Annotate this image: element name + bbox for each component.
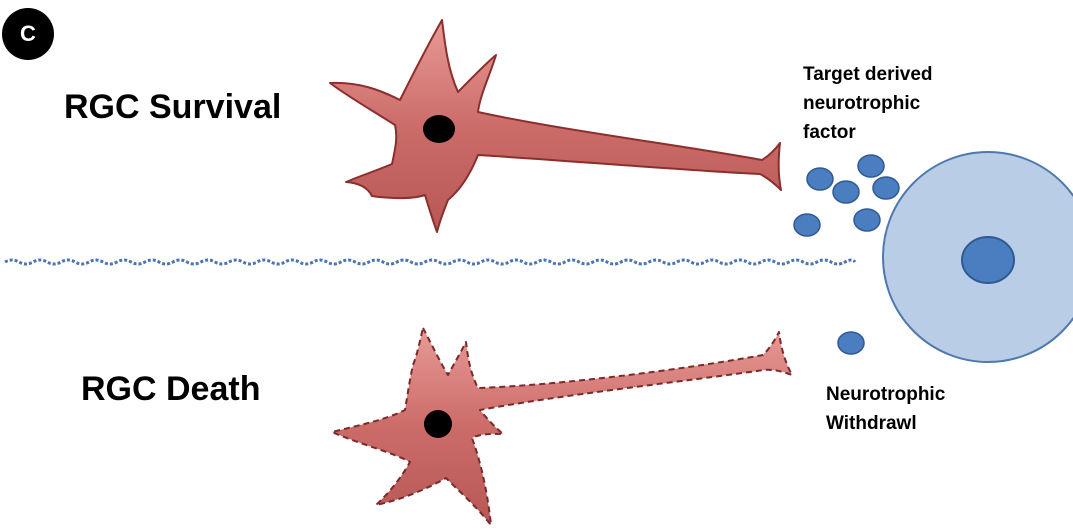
neurotrophic-factor-cluster xyxy=(794,155,899,236)
factor-particle xyxy=(833,181,859,203)
target-factor-label: Target derived neurotrophic factor xyxy=(803,60,933,147)
surviving-neuron-nucleus xyxy=(423,115,455,143)
dying-neuron xyxy=(332,328,792,525)
withdrawal-line: Neurotrophic xyxy=(826,380,945,409)
divider-line xyxy=(5,260,855,264)
panel-letter-badge: C xyxy=(2,8,54,60)
rgc-death-label: RGC Death xyxy=(81,370,260,409)
factor-particle xyxy=(854,209,880,231)
surviving-neuron xyxy=(330,20,781,232)
withdrawal-line: Withdrawl xyxy=(826,409,945,438)
target-factor-line: neurotrophic xyxy=(803,89,933,118)
factor-particle xyxy=(794,214,820,236)
factor-particle xyxy=(858,155,884,177)
factor-particle xyxy=(807,168,833,190)
target-cell-nucleus xyxy=(962,237,1014,283)
rgc-survival-label: RGC Survival xyxy=(64,88,281,127)
withdrawal-label: Neurotrophic Withdrawl xyxy=(826,380,945,438)
withdrawn-factor-particle xyxy=(838,332,864,354)
dying-neuron-nucleus xyxy=(424,410,452,438)
target-factor-line: Target derived xyxy=(803,60,933,89)
factor-particle xyxy=(873,177,899,199)
target-factor-line: factor xyxy=(803,118,933,147)
